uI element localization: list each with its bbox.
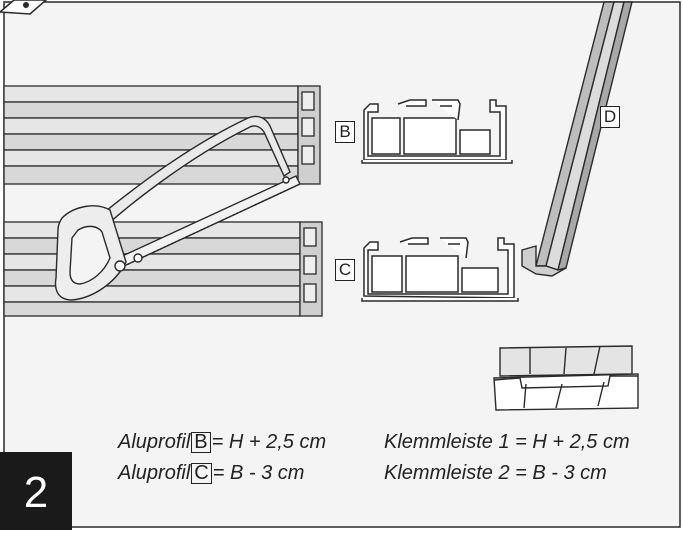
label-b: B xyxy=(335,121,355,143)
warning-triangle-icon xyxy=(0,0,48,15)
clamp-strip-d xyxy=(521,1,633,277)
warning-dot xyxy=(23,2,29,8)
caption-c-prefix: Aluprofil xyxy=(118,462,191,484)
step-number-badge: 2 xyxy=(0,452,72,530)
caption-b-box: B xyxy=(191,432,211,453)
profile-bundle-top xyxy=(3,85,321,185)
caption-klemmleiste-1: Klemmleiste 1 = H + 2,5 cm xyxy=(384,431,630,453)
caption-c-suffix: = B - 3 cm xyxy=(212,462,305,484)
label-c: C xyxy=(335,259,355,281)
profile-b-section xyxy=(361,99,513,164)
clamp-strip-sections xyxy=(493,345,639,411)
caption-klemmleiste-2: Klemmleiste 2 = B - 3 cm xyxy=(384,462,607,484)
caption-b-prefix: Aluprofil xyxy=(118,431,191,453)
caption-b-suffix: = H + 2,5 cm xyxy=(211,431,327,453)
profile-bundle-bottom xyxy=(3,221,323,317)
caption-c-box: C xyxy=(191,463,212,484)
profile-c-section xyxy=(361,237,519,302)
hacksaw-icon xyxy=(54,115,301,301)
label-d: D xyxy=(600,106,620,128)
